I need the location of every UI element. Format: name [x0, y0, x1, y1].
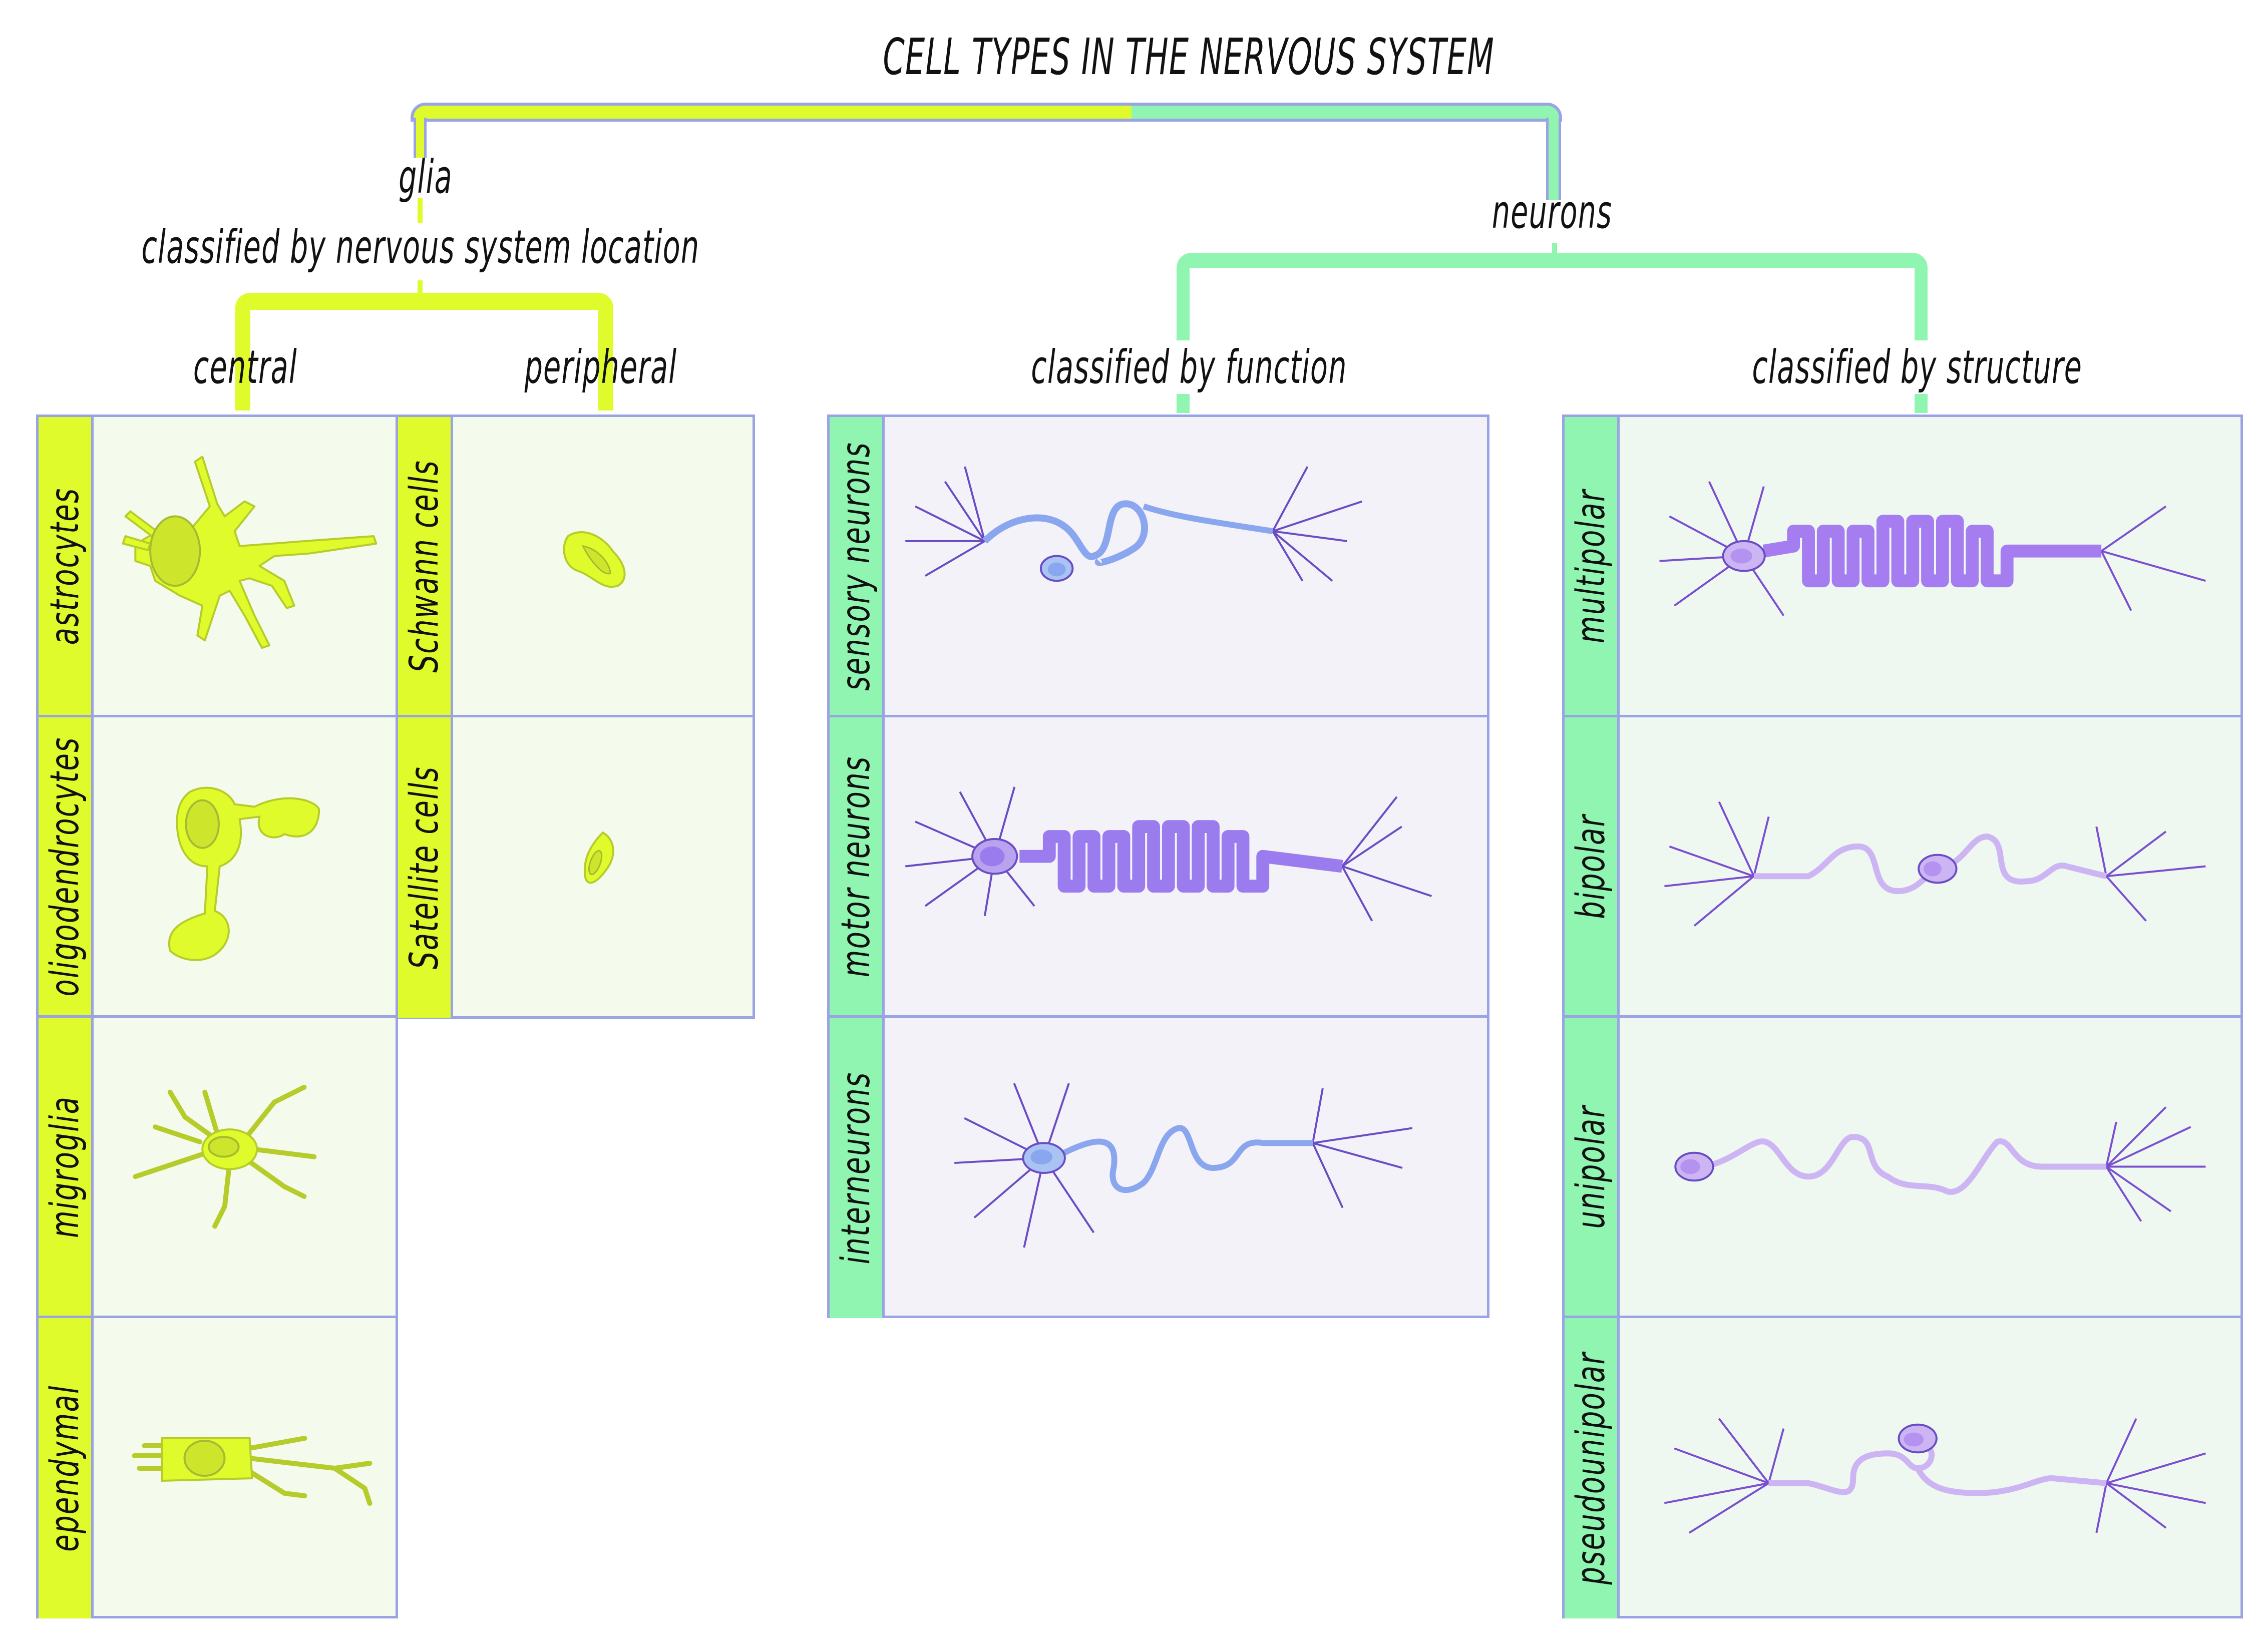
interneuron-icon	[885, 1018, 1487, 1318]
multipolar-neuron-icon	[1620, 417, 2240, 715]
structure-label: classified by structure	[1752, 340, 2083, 394]
cell-row-astrocytes: astrocytes	[39, 417, 396, 717]
glia-split-connector	[235, 293, 613, 410]
motor-neuron-icon	[885, 717, 1487, 1015]
bipolar-neuron-icon	[1620, 717, 2240, 1015]
cell-name: pseudounipolar	[1568, 1352, 1614, 1585]
neurons-stem-mid	[1552, 243, 1557, 258]
oligodendrocyte-icon	[94, 717, 396, 1015]
cell-name: sensory neurons	[833, 441, 879, 691]
cell-row-satellite: Satellite cells	[398, 717, 753, 1018]
pseudounipolar-neuron-icon	[1620, 1318, 2240, 1618]
cell-label-tab: oligodendrocytes	[39, 717, 94, 1015]
cell-label-tab: pseudounipolar	[1565, 1318, 1620, 1618]
cell-name: oligodendrocytes	[42, 736, 88, 996]
neurons-label: neurons	[1491, 185, 1613, 239]
glia-classification-label: classified by nervous system location	[141, 220, 700, 274]
structure-neurons-panel: multipolar bipolar	[1562, 415, 2243, 1618]
root-connector-neurons	[1132, 103, 1562, 122]
cell-row-schwann: Schwann cells	[398, 417, 753, 717]
cell-row-ependymal: ependymal	[39, 1318, 396, 1618]
peripheral-glia-panel: Schwann cells Satellite cells	[396, 415, 755, 1019]
cell-name: Satellite cells	[402, 765, 447, 970]
cell-label-tab: unipolar	[1565, 1018, 1620, 1316]
cell-name: unipolar	[1568, 1104, 1614, 1229]
cell-row-interneurons: interneurons	[830, 1018, 1487, 1318]
cell-row-pseudounipolar: pseudounipolar	[1565, 1318, 2240, 1618]
central-glia-panel: astrocytes oligodendrocytes migrog	[36, 415, 398, 1618]
schwann-cell-icon	[453, 417, 753, 715]
glia-stem-low	[418, 280, 423, 295]
astrocyte-icon	[94, 417, 396, 715]
cell-name: multipolar	[1568, 489, 1614, 643]
cell-row-motor: motor neurons	[830, 717, 1487, 1018]
cell-label-tab: Schwann cells	[398, 417, 453, 715]
peripheral-label: peripheral	[524, 340, 677, 394]
ependymal-icon	[94, 1318, 396, 1618]
cell-label-tab: bipolar	[1565, 717, 1620, 1015]
cell-row-multipolar: multipolar	[1565, 417, 2240, 717]
function-label: classified by function	[1026, 340, 1352, 394]
cell-row-unipolar: unipolar	[1565, 1018, 2240, 1318]
function-neurons-panel: sensory neurons motor neurons	[827, 415, 1489, 1318]
sensory-neuron-icon	[885, 417, 1487, 715]
microglia-icon	[94, 1018, 396, 1316]
glia-label: glia	[399, 150, 453, 204]
unipolar-neuron-icon	[1620, 1018, 2240, 1316]
root-connector-glia	[411, 103, 1137, 122]
cell-label-tab: interneurons	[830, 1018, 885, 1318]
cell-label-tab: multipolar	[1565, 417, 1620, 715]
cell-name: ependymal	[42, 1385, 88, 1552]
glia-stem-mid	[418, 198, 423, 223]
central-label: central	[193, 340, 297, 394]
cell-label-tab: migroglia	[39, 1018, 94, 1316]
cell-name: astrocytes	[42, 487, 88, 645]
glia-stem-top	[414, 118, 427, 158]
cell-row-bipolar: bipolar	[1565, 717, 2240, 1018]
cell-row-sensory: sensory neurons	[830, 417, 1487, 717]
cell-label-tab: sensory neurons	[830, 417, 885, 715]
cell-label-tab: motor neurons	[830, 717, 885, 1015]
cell-name: interneurons	[833, 1071, 879, 1265]
cell-label-tab: Satellite cells	[398, 717, 453, 1018]
diagram-title: CELL TYPES IN THE NERVOUS SYSTEM	[883, 28, 1494, 86]
cell-row-microglia: migroglia	[39, 1018, 396, 1318]
cell-label-tab: ependymal	[39, 1318, 94, 1618]
cell-label-tab: astrocytes	[39, 417, 94, 715]
cell-name: Schwann cells	[402, 459, 447, 673]
neurons-stem-top	[1546, 118, 1561, 200]
cell-name: migroglia	[42, 1095, 88, 1238]
cell-row-oligodendrocytes: oligodendrocytes	[39, 717, 396, 1018]
cell-name: motor neurons	[833, 755, 879, 977]
cell-name: bipolar	[1568, 813, 1614, 919]
satellite-cell-icon	[453, 717, 753, 1018]
